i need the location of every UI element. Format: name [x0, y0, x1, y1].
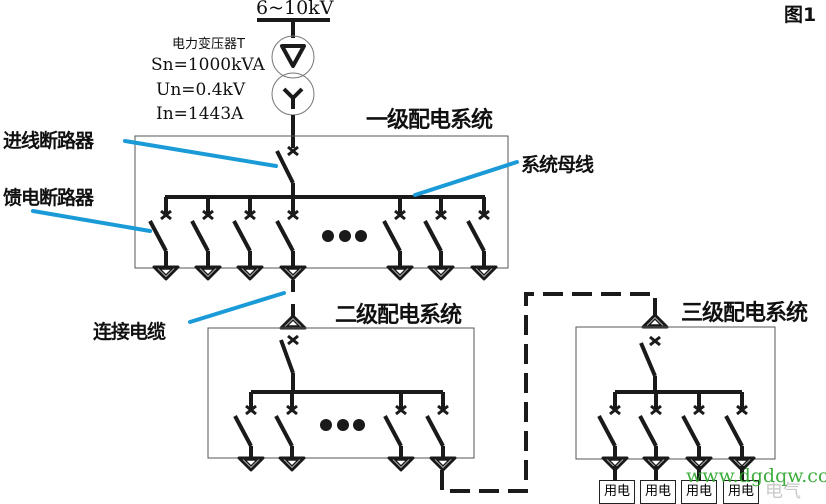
callout-line-busbar	[413, 160, 519, 197]
load-box: 用电	[599, 480, 635, 504]
callout-cable: 连接电缆	[93, 321, 166, 343]
level2-incoming-breaker	[279, 334, 300, 392]
transformer-current: In=1443A	[156, 104, 244, 124]
transformer-capacity: Sn=1000kVA	[151, 55, 265, 75]
feeder-breaker	[232, 197, 264, 281]
callout-line-cable	[188, 291, 286, 324]
level3-panel	[575, 326, 776, 460]
feeder-breaker	[274, 392, 306, 472]
level1-panel	[134, 135, 509, 269]
feeder-breaker	[425, 392, 457, 472]
feeder-breaker	[383, 392, 415, 472]
transformer-voltage: Un=0.4kV	[156, 80, 246, 100]
feeder-breaker	[190, 197, 222, 281]
transformer-symbol	[271, 35, 315, 116]
level3-feeders	[597, 392, 756, 480]
load-box: 用电	[640, 480, 676, 504]
dashed-connecting-cable	[440, 292, 657, 493]
level2-panel	[207, 327, 475, 459]
feeder-breaker	[423, 197, 455, 281]
level1-feeders	[148, 197, 498, 281]
feeder-breaker	[148, 197, 180, 281]
watermark-url: www.dgdqw.com	[686, 465, 826, 487]
level2-title: 二级配电系统	[335, 303, 462, 328]
figure-label: 图1	[784, 4, 817, 26]
feeder-breaker	[638, 392, 670, 480]
level1-title: 一级配电系统	[366, 108, 493, 133]
callout-feeder-breaker: 馈电断路器	[3, 187, 94, 209]
incoming-breaker	[275, 145, 300, 197]
feeder-breaker	[597, 392, 629, 480]
feeder-breaker	[681, 392, 713, 480]
callout-line-feeder-breaker	[31, 209, 152, 233]
wye-winding-icon	[282, 87, 304, 109]
transformer-name: 电力变压器T	[172, 37, 245, 52]
callout-busbar: 系统母线	[521, 154, 594, 176]
callout-incoming-breaker: 进线断路器	[3, 130, 94, 152]
feeder-breaker	[466, 197, 498, 281]
feeder-breaker	[724, 392, 756, 480]
level3-title: 三级配电系统	[681, 301, 808, 326]
feeder-breaker	[275, 197, 307, 281]
feeder-breaker	[382, 197, 414, 281]
level3-incoming-breaker	[639, 335, 662, 392]
level2-ellipsis	[320, 419, 365, 431]
feeder-breaker	[233, 392, 265, 472]
level2-feeders	[233, 392, 457, 472]
callout-line-incoming-breaker	[123, 139, 278, 168]
supply-voltage: 6~10kV	[256, 0, 334, 19]
level1-ellipsis	[322, 230, 367, 242]
delta-winding-icon	[280, 44, 306, 68]
